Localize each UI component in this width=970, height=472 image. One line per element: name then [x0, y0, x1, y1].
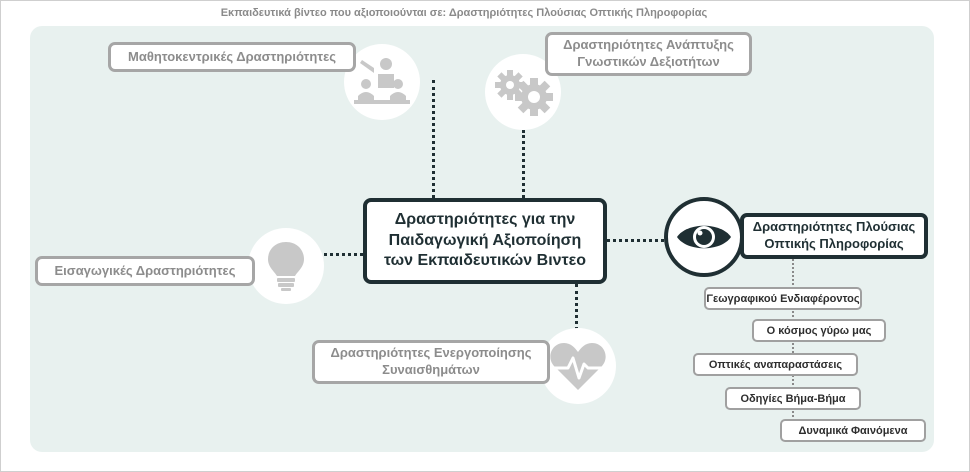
lightbulb-icon [268, 242, 304, 291]
node-emotional: Δραστηριότητες Ενεργοποίησης Συναισθημάτ… [312, 340, 550, 384]
diagram-title: Εκπαιδευτικά βίντεο που αξιοποιούνται σε… [220, 7, 708, 19]
node-student-centered: Μαθητοκεντρικές Δραστηριότητες [108, 42, 356, 72]
sub-item-geographic: Γεωγραφικού Ενδιαφέροντος [704, 287, 862, 310]
sub-item-visual-representations: Οπτικές αναπαραστάσεις [693, 353, 858, 376]
connector-cognitive [522, 130, 525, 198]
gears-icon [495, 70, 553, 116]
connector-emotional [575, 284, 578, 330]
center-node: Δραστηριότητες για την Παιδαγωγική Αξιοπ… [363, 198, 607, 284]
student-centered-circle [344, 44, 420, 120]
node-cognitive-skills: Δραστηριότητες Ανάπτυξης Γνωστικών Δεξιο… [545, 32, 752, 76]
sub-item-step-by-step: Οδηγίες Βήμα-Βήμα [725, 387, 861, 410]
emotional-circle [540, 328, 616, 404]
node-visual-info: Δραστηριότητες Πλούσιας Οπτικής Πληροφορ… [740, 213, 928, 259]
visual-info-circle [664, 197, 744, 277]
sub-item-dynamic-phenomena: Δυναμικά Φαινόμενα [780, 419, 926, 442]
classroom-icon [354, 58, 410, 104]
sub-item-world-around: Ο κόσμος γύρω μας [752, 319, 886, 342]
connector-introductory [324, 253, 363, 256]
node-introductory: Εισαγωγικές Δραστηριότητες [35, 256, 255, 286]
introductory-circle [248, 228, 324, 304]
connector-visual [607, 239, 664, 242]
heartbeat-icon [550, 343, 606, 390]
eye-icon [677, 225, 731, 249]
connector-student-centered [432, 80, 435, 198]
